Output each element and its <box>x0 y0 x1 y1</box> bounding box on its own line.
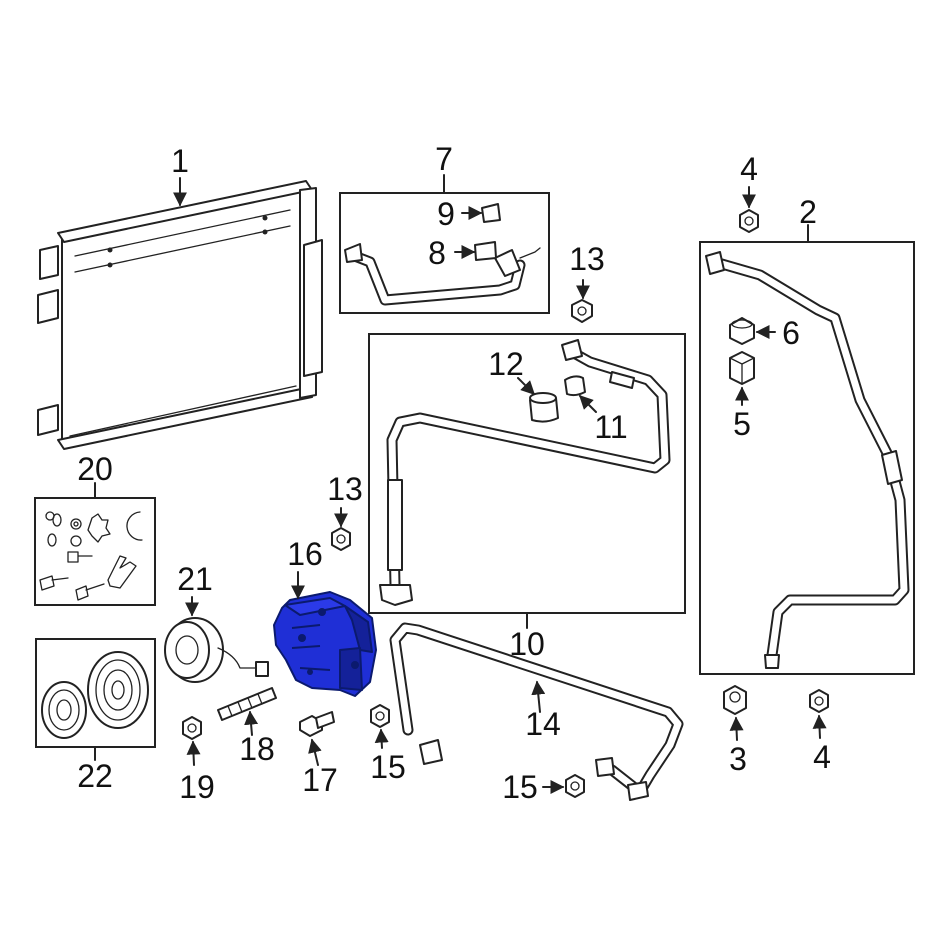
callout-10: 10 <box>509 626 545 662</box>
hose-assembly-7[interactable] <box>344 243 541 306</box>
nut-15-right[interactable] <box>565 774 585 798</box>
leader-4-bottom <box>812 714 827 739</box>
clip-8[interactable] <box>474 241 497 261</box>
callout-11: 11 <box>594 409 627 445</box>
hose-line-10[interactable] <box>379 339 671 606</box>
callout-3: 3 <box>729 741 747 777</box>
callout-8: 8 <box>428 235 446 271</box>
bolt-17[interactable] <box>299 711 335 737</box>
leader-12 <box>517 377 535 395</box>
callout-12: 12 <box>488 346 524 382</box>
clutch-pulley-22[interactable] <box>41 651 149 739</box>
discharge-line-14[interactable] <box>389 622 684 801</box>
condenser[interactable] <box>37 180 323 450</box>
callout-15-left: 15 <box>370 749 406 785</box>
callout-4-bottom: 4 <box>813 739 831 775</box>
callout-16: 16 <box>287 536 323 572</box>
callout-9: 9 <box>437 196 455 232</box>
callout-4-top: 4 <box>740 151 758 187</box>
callout-15-right: 15 <box>502 769 538 805</box>
callout-17: 17 <box>302 762 338 798</box>
nut-3[interactable] <box>723 685 747 715</box>
leader-19 <box>186 740 201 766</box>
leader-15-left <box>374 728 389 749</box>
nut-4-top[interactable] <box>739 209 759 233</box>
fitting-5[interactable] <box>729 351 755 385</box>
stud-18[interactable] <box>217 687 277 721</box>
compressor-16[interactable] <box>273 591 377 697</box>
cap-11[interactable] <box>564 375 586 397</box>
callout-1: 1 <box>171 143 189 179</box>
callout-6: 6 <box>782 315 800 351</box>
callout-7: 7 <box>435 141 453 177</box>
leader-14 <box>531 680 546 713</box>
callout-18: 18 <box>239 731 275 767</box>
nut-13-mid[interactable] <box>331 527 351 551</box>
callout-22: 22 <box>77 758 113 794</box>
leader-17 <box>308 738 322 766</box>
nut-4-bottom[interactable] <box>809 689 829 713</box>
line-assembly-2[interactable] <box>705 251 910 669</box>
leader-11 <box>579 395 597 413</box>
leader-18 <box>244 710 259 736</box>
seal-kit-20[interactable] <box>39 511 143 601</box>
cap-12[interactable] <box>529 392 559 423</box>
callout-13-mid: 13 <box>327 471 363 507</box>
callout-13-top: 13 <box>569 241 605 277</box>
clutch-coil-21[interactable] <box>164 617 269 683</box>
fitting-6[interactable] <box>729 317 755 345</box>
clip-9[interactable] <box>481 203 501 223</box>
callout-20: 20 <box>77 451 113 487</box>
nut-15-left[interactable] <box>370 704 390 728</box>
callout-14: 14 <box>525 706 561 742</box>
callout-21: 21 <box>177 561 213 597</box>
nut-13-top[interactable] <box>571 299 593 323</box>
callout-5: 5 <box>733 406 751 442</box>
leader-3 <box>729 716 744 741</box>
nut-19[interactable] <box>182 716 202 740</box>
callout-2: 2 <box>799 194 817 230</box>
callout-19: 19 <box>179 769 215 805</box>
